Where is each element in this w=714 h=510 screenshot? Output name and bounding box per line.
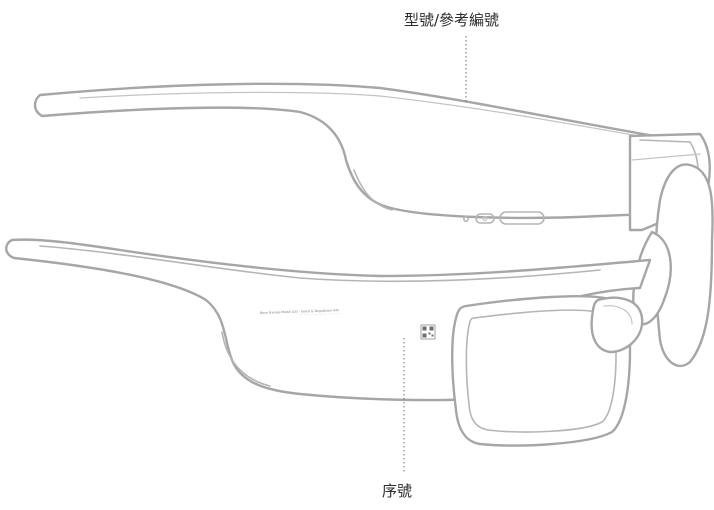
serial-number-label: 序號 — [382, 482, 413, 500]
front-frame — [628, 132, 714, 368]
charging-port-icon — [475, 213, 495, 224]
volume-button-icon — [499, 211, 545, 225]
etched-info-strip: Bose Frames Model 433 · Serial & Regulat… — [260, 308, 436, 340]
near-lens — [451, 295, 644, 447]
microphone-hole-icon — [462, 216, 469, 223]
etched-text: Bose Frames Model 433 · Serial & Regulat… — [260, 308, 339, 315]
far-temple-arm — [33, 82, 657, 220]
qr-code-icon — [420, 324, 436, 340]
far-arm-controls — [462, 211, 545, 225]
model-number-label: 型號/參考編號 — [404, 11, 500, 29]
svg-text:· · · · · · · · · ·: · · · · · · · · · · · · · · · · · · · · — [300, 312, 340, 317]
